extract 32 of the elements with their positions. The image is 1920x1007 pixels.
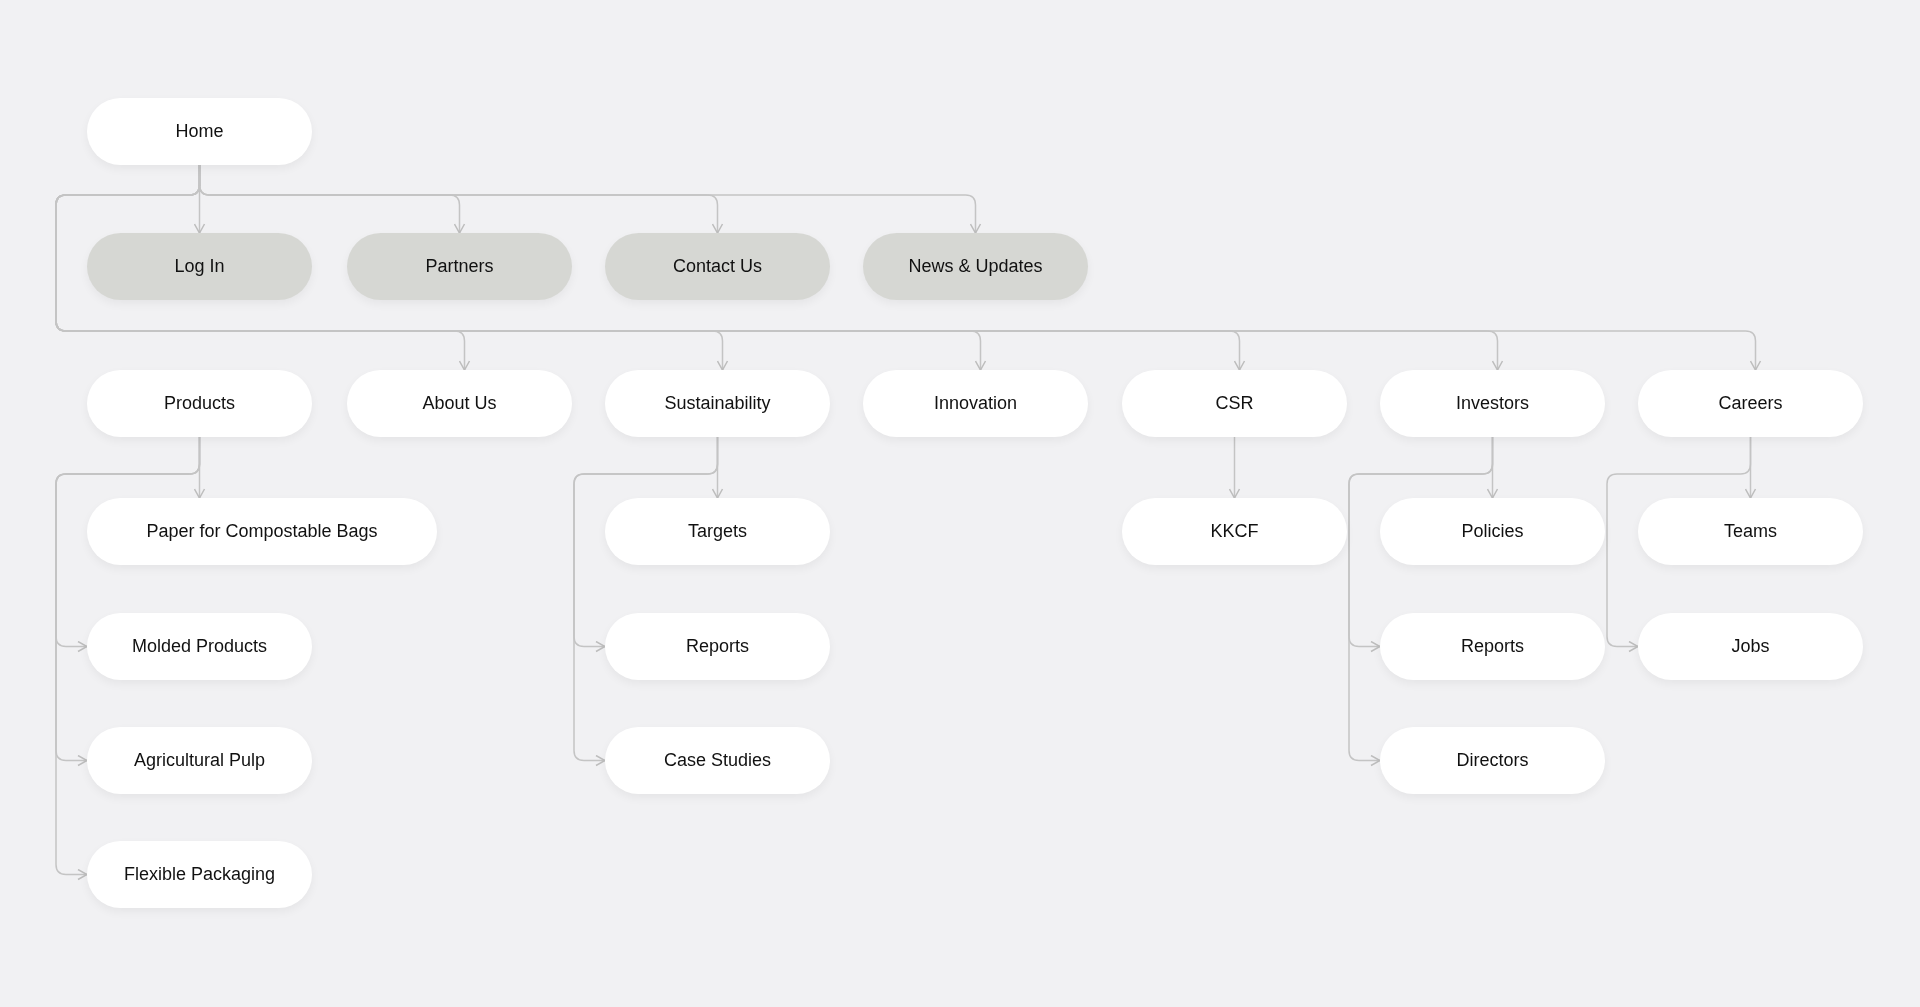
page-label: Partners [425,256,494,277]
page-label: Case Studies [663,750,772,771]
page-label: Molded Products [131,636,268,657]
page-label: Sustainability [664,393,771,414]
connector-arrow [573,436,719,767]
page-label: Contact Us [672,256,762,277]
page-label: About Us [422,393,497,414]
page-label: Jobs [1731,636,1770,657]
page-label: Paper for Compostable Bags [146,521,378,542]
page-pill [1380,613,1605,680]
page-label: Log In [174,256,225,277]
page-label: Teams [1724,521,1777,542]
connector-arrow [1228,436,1241,499]
page-label: Agricultural Pulp [133,750,266,771]
page-label: Careers [1718,393,1783,414]
page-label: Reports [1461,636,1524,657]
page-pill [1380,498,1605,565]
page-pill [1122,498,1347,565]
page-label: CSR [1215,393,1254,414]
page-label: KKCF [1210,521,1259,542]
page-label: Flexible Packaging [123,864,276,885]
page-label: Home [175,121,224,142]
page-label: Reports [686,636,749,657]
page-label: News & Updates [908,256,1043,277]
connector-arrow [1348,436,1494,767]
connector-arrow [1606,436,1752,653]
page-label: Investors [1456,393,1529,414]
page-label: Targets [688,521,747,542]
page-label: Directors [1456,750,1529,771]
page-label: Innovation [933,393,1018,414]
page-label: Products [163,393,235,414]
page-label: Policies [1461,521,1524,542]
